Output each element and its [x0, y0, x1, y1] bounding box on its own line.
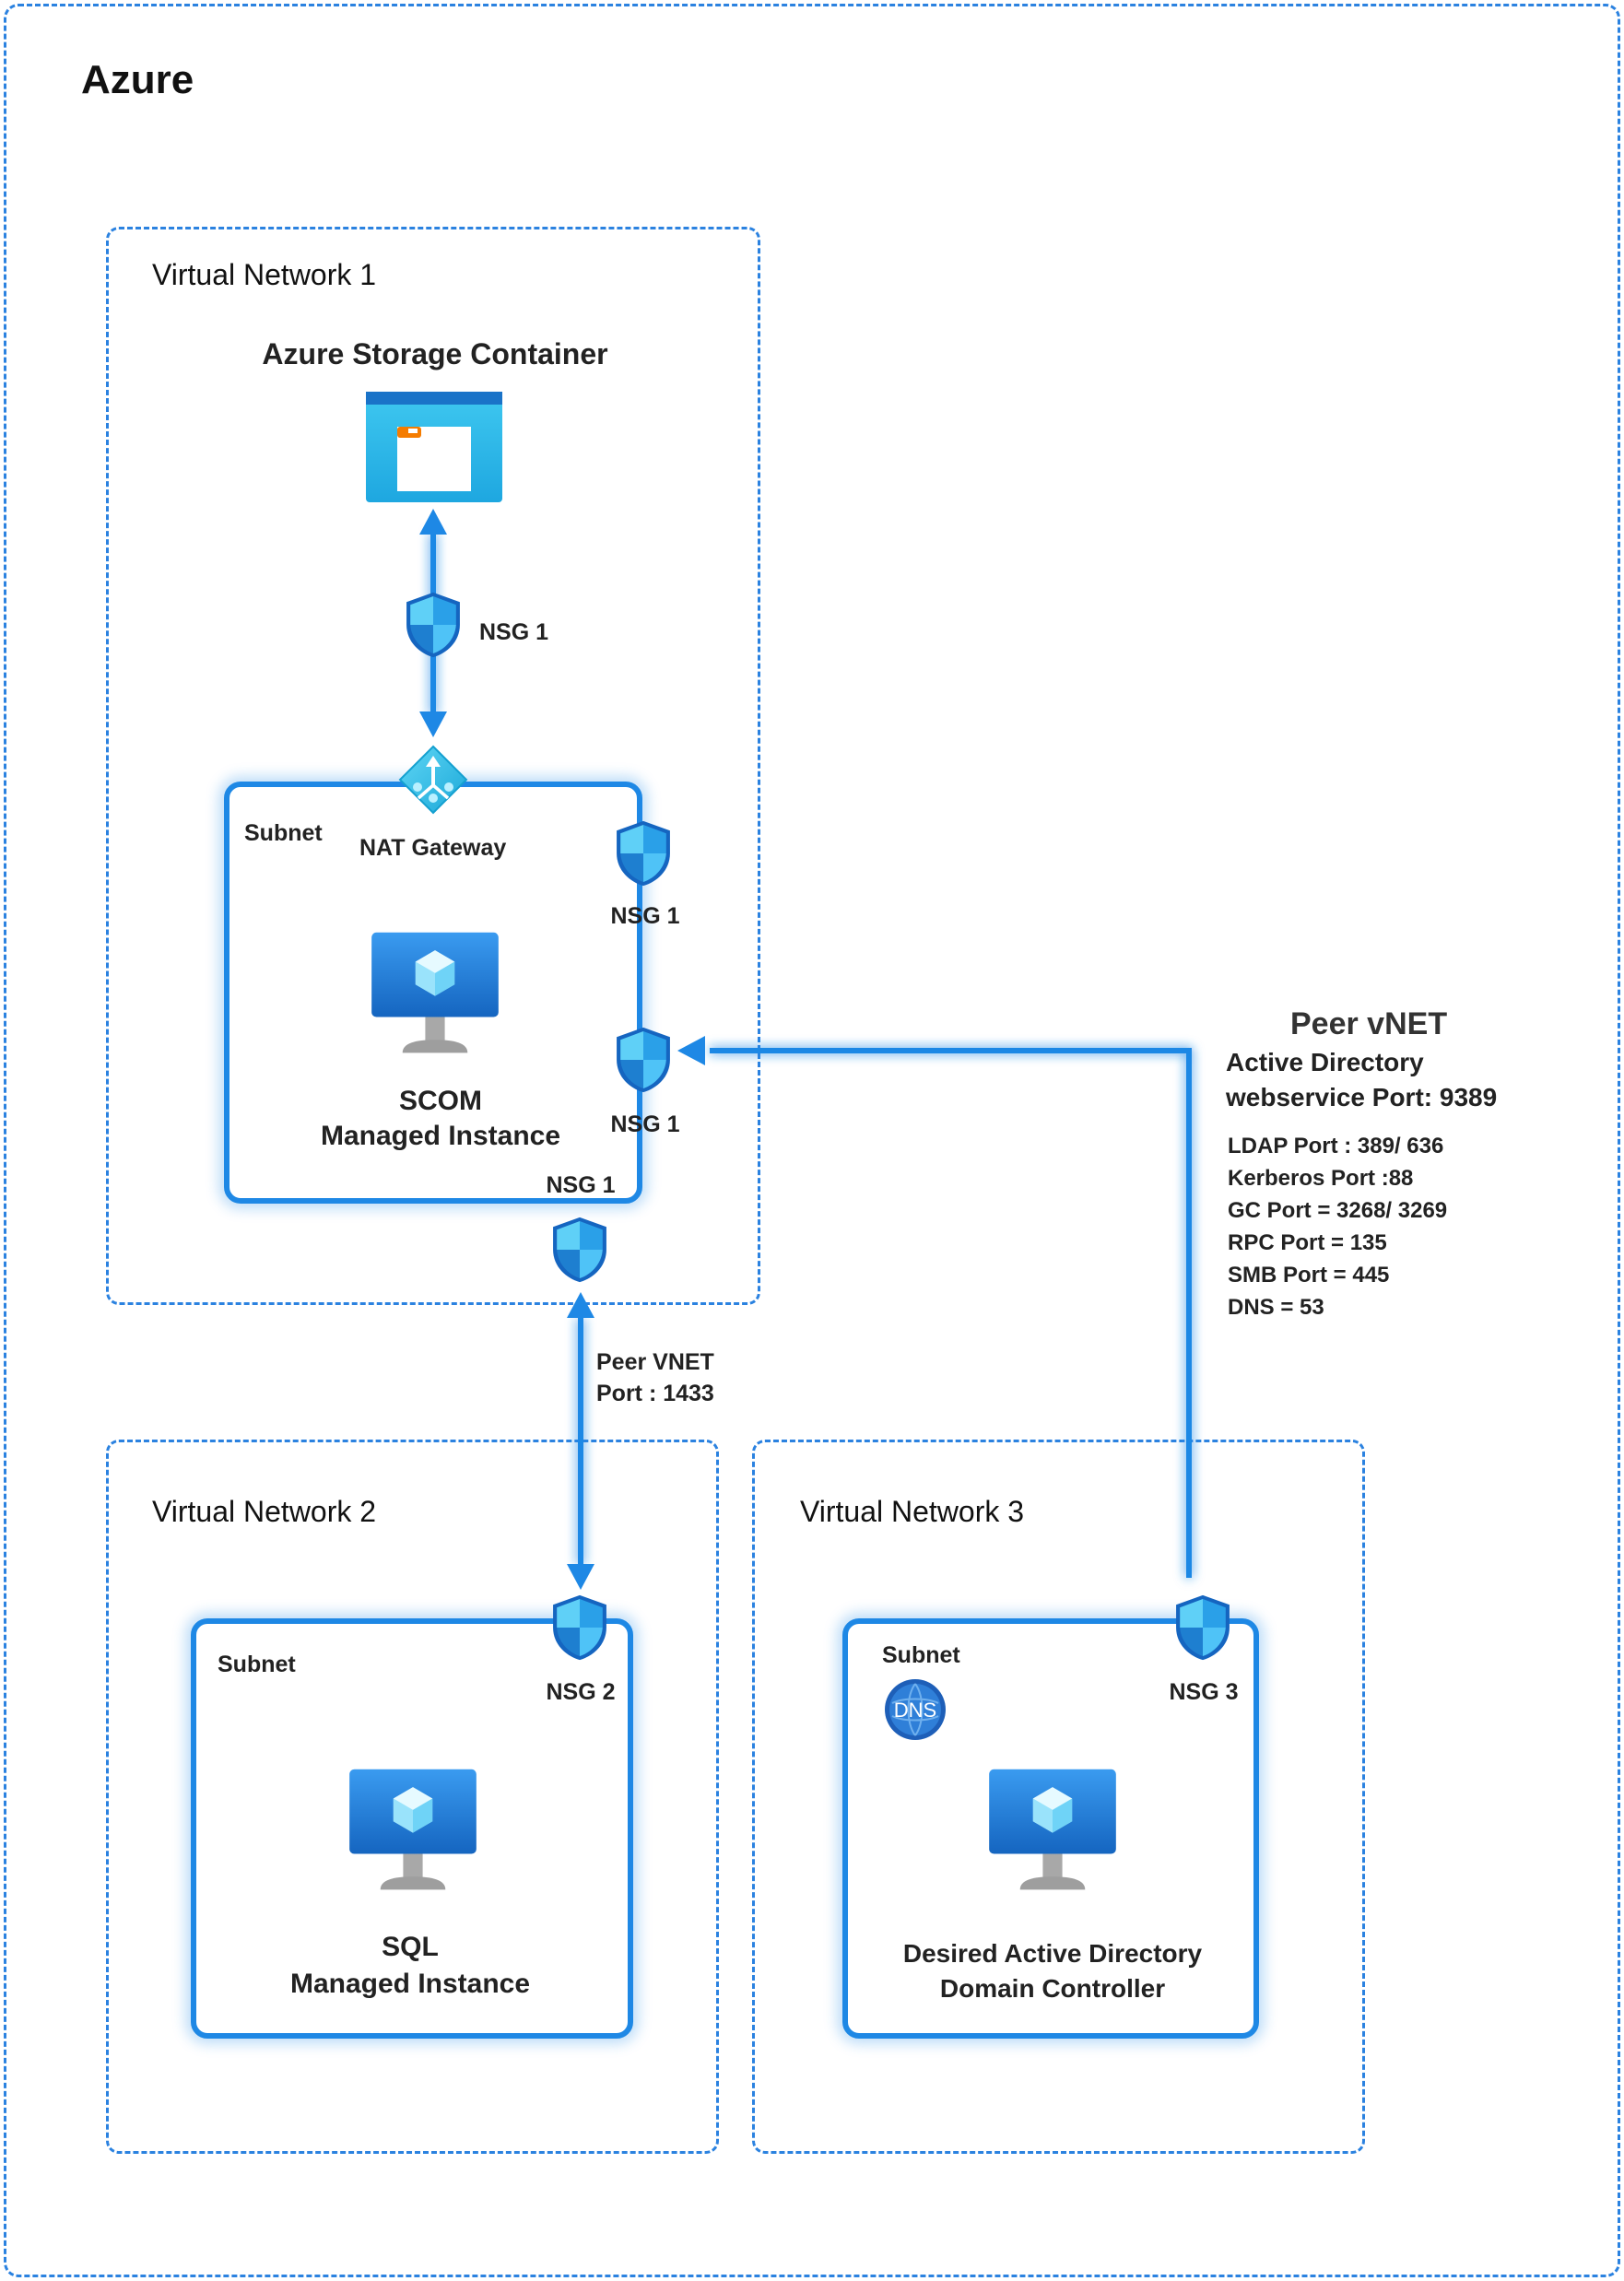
vnet1-container: [106, 227, 760, 1305]
vnet3-container: [752, 1440, 1365, 2154]
peer-ad-port-2: GC Port = 3268/ 3269: [1228, 1198, 1448, 1223]
vnet1-title: Virtual Network 1: [152, 258, 377, 291]
arrow-up-storage: [419, 509, 447, 535]
dns-zone-icon: DNS: [885, 1679, 946, 1740]
peer-ad-port-0: LDAP Port : 389/ 636: [1228, 1134, 1444, 1158]
vnet2-container: [106, 1440, 719, 2154]
nsg-right-top-label: NSG 1: [610, 903, 680, 929]
nsg-bottom-label: NSG 1: [546, 1172, 616, 1198]
sql-line2: Managed Instance: [289, 1969, 531, 1999]
peer-ad-title: Peer vNET: [1290, 1006, 1448, 1041]
arrow-down-nat: [419, 711, 447, 737]
dns-label: DNS: [894, 1699, 936, 1722]
arrow-up-vnet1: [567, 1292, 594, 1318]
nsg-shield-icon-sql: [551, 1593, 608, 1663]
scom-line1: SCOM: [399, 1086, 482, 1116]
nat-gateway-icon: [398, 745, 468, 815]
storage-title: Azure Storage Container: [262, 337, 608, 370]
nsg-storage-label: NSG 1: [479, 619, 549, 645]
virtual-machine-icon-sql: [339, 1768, 487, 1906]
nsg-shield-icon-right-mid: [615, 1025, 672, 1095]
peer-ad-port-1: Kerberos Port :88: [1228, 1166, 1414, 1191]
virtual-machine-icon-scom: [361, 931, 509, 1069]
ad-peer-connector: [710, 1048, 1192, 1578]
nsg2-label: NSG 2: [546, 1679, 616, 1705]
nsg-shield-icon-bottom: [551, 1215, 608, 1285]
arrow-down-sql: [567, 1564, 594, 1590]
nsg-shield-icon-storage: [405, 590, 462, 660]
arrow-left-ad: [677, 1036, 705, 1065]
nsg-right-mid-label: NSG 1: [610, 1111, 680, 1137]
nsg-shield-icon-right-top: [615, 818, 672, 888]
subnet1-label: Subnet: [244, 820, 323, 846]
sql-line1: SQL: [382, 1932, 439, 1962]
vnet3-title: Virtual Network 3: [800, 1495, 1025, 1528]
nat-gateway-label: NAT Gateway: [359, 835, 507, 861]
peer-ad-line1: Active Directory: [1226, 1048, 1424, 1076]
peer-ad-port-4: SMB Port = 445: [1228, 1263, 1390, 1287]
peer-ad-port-5: DNS = 53: [1228, 1295, 1324, 1320]
peer-sql-line2: Port : 1433: [596, 1381, 714, 1406]
subnet3-label: Subnet: [882, 1642, 960, 1668]
peer-ad-port-3: RPC Port = 135: [1228, 1230, 1387, 1255]
subnet2-label: Subnet: [218, 1652, 296, 1677]
nsg-shield-icon-ad: [1174, 1593, 1231, 1663]
scom-line2: Managed Instance: [320, 1121, 561, 1151]
virtual-machine-icon-ad: [979, 1768, 1126, 1906]
vnet2-title: Virtual Network 2: [152, 1495, 377, 1528]
azure-title: Azure: [81, 57, 194, 102]
peer-ad-line2: webservice Port: 9389: [1226, 1083, 1498, 1111]
ad-line1: Desired Active Directory: [902, 1939, 1203, 1968]
nsg3-label: NSG 3: [1169, 1679, 1239, 1705]
ad-line2: Domain Controller: [939, 1974, 1166, 2003]
azure-container: [4, 4, 1620, 2277]
peer-sql-line1: Peer VNET: [596, 1349, 714, 1375]
storage-container-icon: [366, 392, 502, 502]
